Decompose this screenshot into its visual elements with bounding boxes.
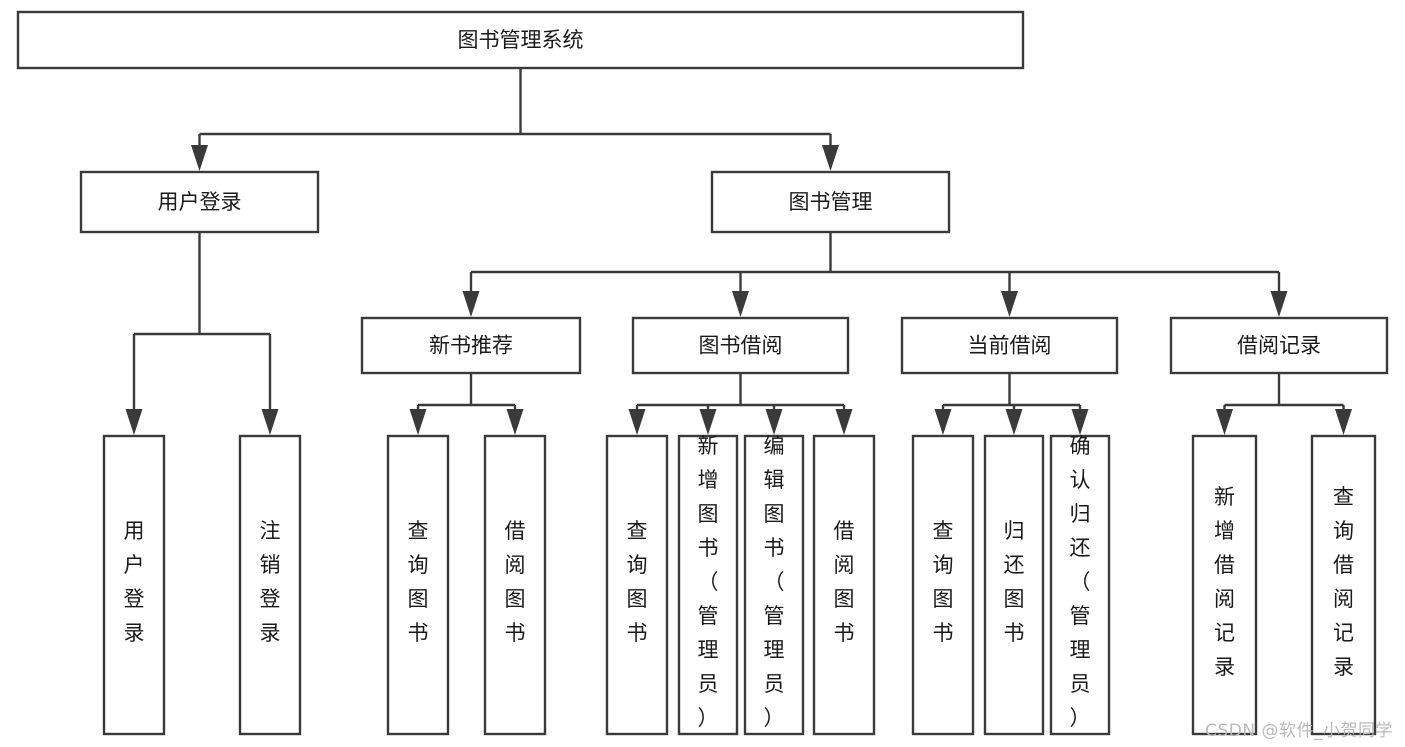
arrow-head-icon [1335,409,1352,435]
node-current-borrow[interactable]: 当前借阅 [900,316,1119,375]
node-label: 查询图书 [627,519,648,645]
node-box [1169,316,1389,375]
node-label: 图书管理系统 [458,28,584,52]
node-layer: 图书管理系统用户登录图书管理新书推荐图书借阅当前借阅借阅记录用户登录注销登录查询… [16,10,1389,736]
node-fn-edit-book[interactable]: 编辑图书（管理员） [743,434,805,736]
node-fn-query-book-borrow[interactable]: 查询图书 [605,434,669,736]
node-box [605,434,669,736]
node-box [386,434,450,736]
node-label: 用户登录 [124,519,145,645]
arrow-head-icon [1001,291,1018,317]
node-fn-user-login[interactable]: 用户登录 [102,434,166,736]
node-box [983,434,1045,736]
node-label: 确认归还（管理员） [1070,434,1091,730]
node-box [710,170,951,234]
node-fn-add-record[interactable]: 新增借阅记录 [1191,434,1258,736]
watermark-label: CSDN @软件_小贺同学 [1205,721,1393,741]
node-label: 当前借阅 [968,334,1052,358]
arrow-head-icon [125,409,143,435]
node-book-manage[interactable]: 图书管理 [710,170,951,234]
node-fn-borrow-book[interactable]: 借阅图书 [812,434,876,736]
node-fn-query-record[interactable]: 查询借阅记录 [1310,434,1377,736]
node-label: 编辑图书（管理员） [764,434,785,730]
node-root[interactable]: 图书管理系统 [16,10,1025,70]
node-box [1049,434,1111,736]
node-label: 新书推荐 [429,334,513,358]
arrow-head-icon [732,291,749,317]
node-box [743,434,805,736]
node-box [16,10,1025,70]
arrow-head-icon [261,409,279,435]
node-fn-add-book[interactable]: 新增图书（管理员） [677,434,739,736]
node-box [812,434,876,736]
node-fn-return-book[interactable]: 归还图书 [983,434,1045,736]
node-label: 图书借阅 [699,334,783,358]
node-box [900,316,1119,375]
node-label: 查询图书 [933,519,954,645]
node-new-book-recommend[interactable]: 新书推荐 [360,316,582,375]
arrow-head-icon [699,409,717,435]
node-fn-query-book-rec[interactable]: 查询图书 [386,434,450,736]
node-box [631,316,850,375]
node-user-login[interactable]: 用户登录 [79,170,320,234]
connector-layer [125,68,1352,435]
arrow-head-icon [835,409,853,435]
node-label: 借阅图书 [834,519,855,645]
node-label: 查询借阅记录 [1333,485,1354,679]
arrow-head-icon [628,409,646,435]
node-box [1310,434,1377,736]
arrow-head-icon [934,409,952,435]
node-label: 注销登录 [260,519,281,645]
node-fn-query-book-cur[interactable]: 查询图书 [911,434,975,736]
arrow-head-icon [822,145,839,171]
node-box [79,170,320,234]
node-book-borrow[interactable]: 图书借阅 [631,316,850,375]
arrow-head-icon [1071,409,1089,435]
node-label: 借阅记录 [1237,334,1321,358]
node-label: 查询图书 [408,519,429,645]
node-box [483,434,547,736]
arrow-head-icon [1216,409,1233,435]
node-fn-user-logout[interactable]: 注销登录 [238,434,302,736]
node-box [677,434,739,736]
node-label: 归还图书 [1004,519,1025,645]
arrow-head-icon [191,145,208,171]
node-label: 借阅图书 [505,519,526,645]
arrow-head-icon [409,409,427,435]
node-label: 新增图书（管理员） [698,434,719,730]
node-label: 用户登录 [158,190,242,214]
node-box [360,316,582,375]
node-borrow-record[interactable]: 借阅记录 [1169,316,1389,375]
arrow-head-icon [765,409,783,435]
node-box [102,434,166,736]
arrow-head-icon [506,409,524,435]
node-box [911,434,975,736]
node-fn-confirm-return[interactable]: 确认归还（管理员） [1049,434,1111,736]
arrow-head-icon [1270,291,1288,317]
arrow-head-icon [462,291,480,317]
node-box [1191,434,1258,736]
node-box [238,434,302,736]
arrow-head-icon [1005,409,1023,435]
node-label: 新增借阅记录 [1214,485,1235,679]
node-fn-borrow-book-rec[interactable]: 借阅图书 [483,434,547,736]
node-label: 图书管理 [789,190,873,214]
